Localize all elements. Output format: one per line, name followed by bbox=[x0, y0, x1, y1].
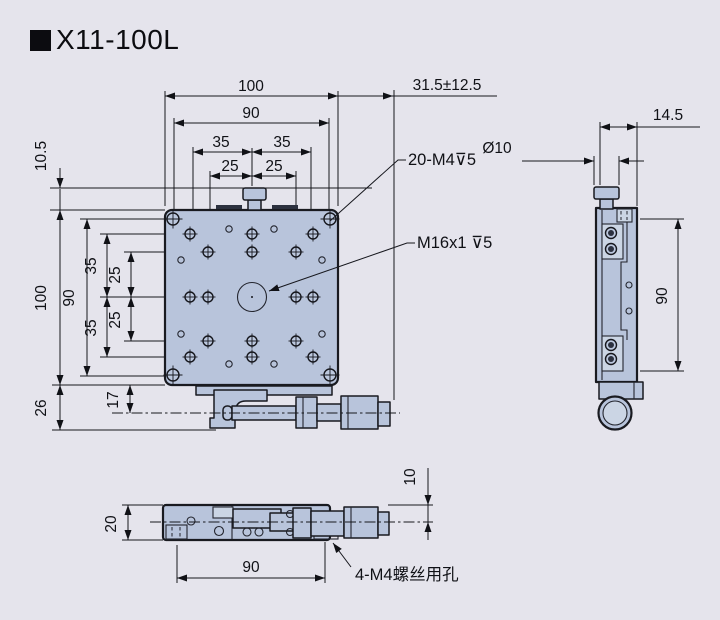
side-thimble-end bbox=[597, 381, 644, 431]
front-left-dimensions: 10.5 100 90 35 25 25 35 26 17 bbox=[33, 141, 135, 430]
corner-screws bbox=[163, 209, 340, 385]
dim-row-35-top: 35 bbox=[83, 257, 100, 274]
dim-tip-diameter: Ø10 bbox=[482, 140, 512, 157]
dim-col-25-right: 25 bbox=[265, 158, 282, 175]
dim-col-25-left: 25 bbox=[221, 158, 238, 175]
dim-front-bolt-width: 90 bbox=[242, 105, 260, 122]
side-dimensions: 14.5 Ø10 90 bbox=[482, 107, 700, 371]
dim-axis-height: 10 bbox=[402, 468, 419, 486]
m16-center-hole bbox=[236, 281, 268, 313]
side-view: 14.5 Ø10 90 bbox=[482, 107, 700, 431]
dim-base-offset: 26 bbox=[33, 399, 50, 416]
dim-front-width: 100 bbox=[238, 78, 264, 95]
label-clearance-holes: 4-M4螺丝用孔 bbox=[355, 565, 459, 584]
dim-side-height: 90 bbox=[654, 287, 671, 305]
bottom-micrometer bbox=[150, 506, 433, 539]
bottom-dimensions: 20 90 10 4-M4螺丝用孔 bbox=[103, 468, 459, 584]
side-knob bbox=[593, 186, 620, 210]
model-number: X11-100L bbox=[56, 24, 180, 55]
dim-col-35-right: 35 bbox=[273, 134, 290, 151]
title-square-icon bbox=[30, 29, 51, 51]
top-adjustment-knob bbox=[216, 187, 298, 211]
dim-row-35-bottom: 35 bbox=[83, 319, 100, 336]
micrometer-end-cap bbox=[377, 401, 391, 427]
front-top-dimensions: 100 31.5±12.5 90 35 35 25 25 bbox=[165, 77, 497, 180]
dim-row-25-bottom: 25 bbox=[107, 311, 124, 328]
dim-knob-height: 10.5 bbox=[33, 141, 50, 171]
page-title: X11-100L bbox=[30, 24, 179, 56]
dim-col-35-left: 35 bbox=[212, 134, 229, 151]
pilot-hole-pattern bbox=[177, 225, 326, 368]
m4-hole-pattern bbox=[182, 226, 321, 365]
dim-row-25-top: 25 bbox=[107, 266, 124, 283]
dim-hole-span: 90 bbox=[242, 559, 260, 576]
dim-axis-offset: 17 bbox=[105, 391, 122, 408]
dim-front-bolt-height: 90 bbox=[61, 289, 78, 307]
side-details bbox=[601, 208, 633, 372]
label-tapped-holes: 20-M4⊽5 bbox=[408, 151, 476, 169]
dim-front-height: 100 bbox=[33, 285, 50, 311]
bottom-view: 20 90 10 4-M4螺丝用孔 bbox=[103, 468, 459, 584]
dim-travel: 31.5±12.5 bbox=[413, 77, 482, 94]
front-view: 100 31.5±12.5 90 35 35 25 25 10.5 bbox=[33, 77, 497, 431]
label-center-thread: M16x1 ⊽5 bbox=[417, 234, 492, 252]
front-leaders: 20-M4⊽5 M16x1 ⊽5 bbox=[268, 151, 492, 292]
dim-thickness: 20 bbox=[103, 515, 120, 533]
dim-tip-offset: 14.5 bbox=[653, 107, 683, 124]
front-micrometer bbox=[112, 385, 400, 430]
